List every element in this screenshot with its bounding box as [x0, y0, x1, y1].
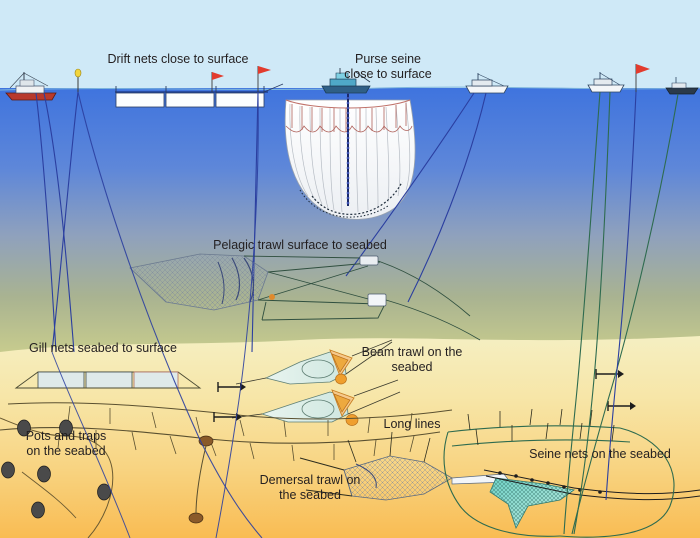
label-drift-nets-text: Drift nets close to surface	[107, 52, 248, 66]
label-demersal-trawl: Demersal trawl on the seabed	[260, 473, 361, 502]
trawl-warp-lines	[51, 91, 263, 538]
pot-trap	[17, 419, 31, 437]
gill-net-panels	[14, 371, 202, 389]
pot-trap	[1, 461, 15, 479]
pot-trap	[97, 483, 111, 501]
label-beam-trawl: Beam trawl on the seabed	[362, 345, 463, 374]
pots-and-traps-line	[0, 417, 114, 538]
label-purse-seine: Purse seine close to surface	[344, 52, 432, 81]
marker-flag-1	[211, 72, 224, 92]
anchor-marker-4	[607, 401, 636, 411]
svg-text:Pots and traps: Pots and traps	[26, 429, 107, 443]
label-pelagic-trawl: Pelagic trawl surface to seabed	[213, 238, 387, 252]
pelagic-trawl-net	[129, 253, 481, 341]
label-seine-nets: Seine nets on the seabed	[529, 447, 671, 461]
pot-trap	[59, 419, 73, 437]
seine-vessel-2	[571, 77, 699, 535]
anchor-marker-1	[213, 412, 242, 422]
svg-text:the seabed: the seabed	[279, 488, 341, 502]
svg-text:Long lines: Long lines	[384, 417, 441, 431]
label-gill-nets: Gill nets seabed to surface	[29, 341, 177, 355]
pelagic-trawler-boat	[465, 73, 509, 94]
long-line-hooks	[0, 382, 453, 524]
label-pots-and-traps: Pots and traps on the seabed	[26, 429, 107, 458]
svg-text:close to surface: close to surface	[344, 67, 432, 81]
svg-text:Purse seine: Purse seine	[355, 52, 421, 66]
pot-trap	[37, 465, 51, 483]
drift-net-panels	[115, 83, 284, 108]
label-drift-nets: Drift nets close to surface	[107, 52, 248, 66]
marker-flag-2	[251, 66, 271, 353]
anchor-marker-3	[595, 369, 624, 379]
purse-seine-net	[284, 99, 416, 220]
label-long-lines: Long lines	[384, 417, 441, 431]
svg-text:Beam trawl on the: Beam trawl on the	[362, 345, 463, 359]
svg-text:Demersal trawl on: Demersal trawl on	[260, 473, 361, 487]
seine-net	[483, 469, 700, 529]
svg-text:Pelagic trawl surface to seabe: Pelagic trawl surface to seabed	[213, 238, 387, 252]
svg-text:Gill nets seabed to surface: Gill nets seabed to surface	[29, 341, 177, 355]
trawler-boat-left	[5, 72, 75, 353]
seine-net-sweeps	[443, 369, 675, 538]
demersal-trawl-net	[299, 431, 511, 501]
purse-seine-vessel	[321, 68, 371, 94]
pot-trap	[31, 501, 45, 519]
seine-vessel	[563, 72, 625, 535]
svg-text:on the seabed: on the seabed	[26, 444, 105, 458]
marker-flag-3	[605, 64, 650, 501]
beam-trawl-net-upper	[235, 339, 393, 385]
svg-text:Seine nets on the seabed: Seine nets on the seabed	[529, 447, 671, 461]
marker-buoy-1	[51, 68, 82, 353]
svg-text:seabed: seabed	[391, 360, 432, 374]
